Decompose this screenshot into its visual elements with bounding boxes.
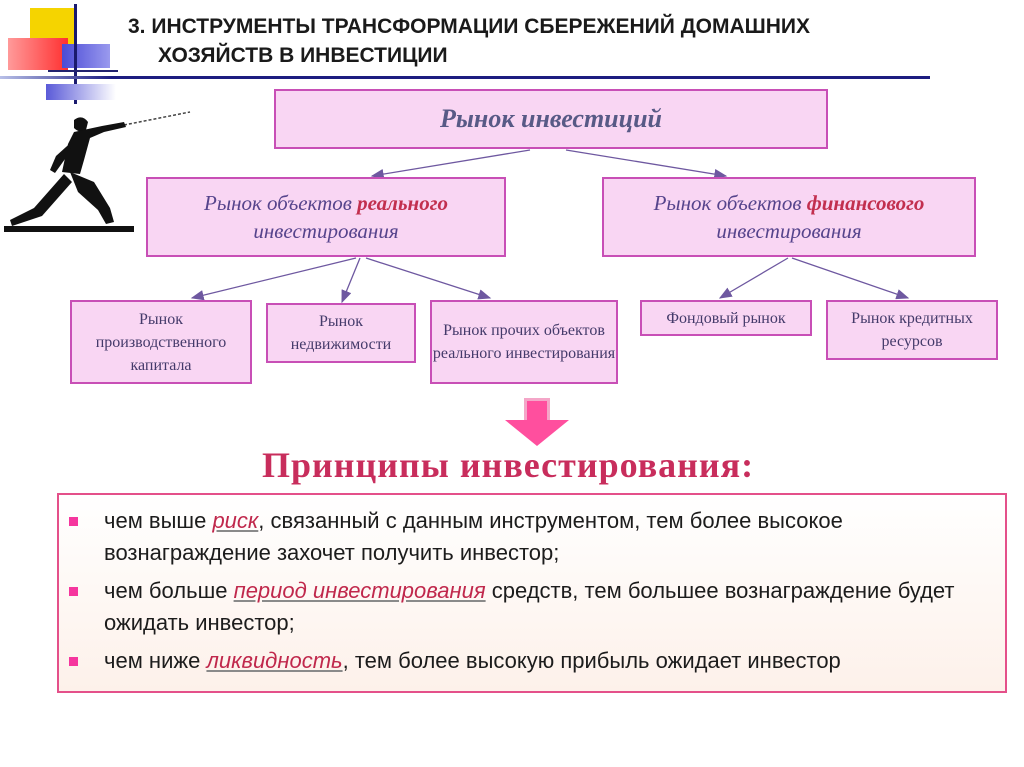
decorative-short-line bbox=[48, 70, 118, 72]
slide-title-line2: ХОЗЯЙСТВ В ИНВЕСТИЦИИ bbox=[158, 44, 448, 67]
financial-investment-market-box: Рынок объектов финансового инвестировани… bbox=[602, 177, 976, 257]
other-real-objects-market-label: Рынок прочих объектов реального инвестир… bbox=[432, 322, 616, 362]
arrow-financial-to-stock bbox=[718, 257, 789, 299]
principle-item-liquidity: чем ниже ликвидность, тем более высокую … bbox=[59, 645, 1005, 677]
arrow-real-to-other bbox=[365, 257, 492, 300]
decorative-blue-block bbox=[62, 44, 110, 68]
bullet-icon bbox=[69, 657, 78, 666]
principle-keyword-liquidity: ликвидность bbox=[206, 648, 343, 673]
principles-panel: чем выше риск, связанный с данным инстру… bbox=[57, 493, 1007, 693]
stock-market-label: Фондовый рынок bbox=[666, 309, 786, 327]
decorative-vertical-line bbox=[74, 4, 77, 104]
principle-keyword-risk: риск bbox=[212, 508, 259, 533]
decorative-red-block bbox=[8, 38, 68, 70]
real-estate-market-label: Рынок недвижимости bbox=[290, 313, 392, 353]
real-investment-market-box: Рынок объектов реального инвестирования bbox=[146, 177, 506, 257]
financial-box-prefix: Рынок объектов bbox=[653, 191, 807, 215]
credit-resources-market-box: Рынок кредитных ресурсов bbox=[826, 300, 998, 360]
other-real-objects-market-box: Рынок прочих объектов реального инвестир… bbox=[430, 300, 618, 384]
arrow-root-to-real bbox=[370, 149, 531, 180]
decorative-blue-fade bbox=[46, 84, 116, 100]
production-capital-market-label: Рынок производственного капитала bbox=[95, 310, 227, 374]
bullet-icon bbox=[69, 517, 78, 526]
credit-resources-market-label: Рынок кредитных ресурсов bbox=[851, 310, 973, 350]
investment-market-box: Рынок инвестиций bbox=[274, 89, 828, 149]
production-capital-market-box: Рынок производственного капитала bbox=[70, 300, 252, 384]
principle-keyword-period: период инвестирования bbox=[233, 578, 486, 603]
real-box-suffix: инвестирования bbox=[253, 219, 399, 243]
down-arrow-icon bbox=[505, 398, 569, 446]
bullet-icon bbox=[69, 587, 78, 596]
real-box-prefix: Рынок объектов bbox=[204, 191, 358, 215]
principle-item-period: чем больше период инвестирования средств… bbox=[59, 575, 1005, 639]
slide-title: 3. ИНСТРУМЕНТЫ ТРАНСФОРМАЦИИ СБЕРЕЖЕНИЙ … bbox=[128, 12, 1008, 70]
principle-text: , тем более высокую прибыль ожидает инве… bbox=[342, 648, 841, 673]
arrow-real-to-realestate bbox=[341, 257, 361, 304]
slide-title-line1: 3. ИНСТРУМЕНТЫ ТРАНСФОРМАЦИИ СБЕРЕЖЕНИЙ … bbox=[128, 15, 811, 38]
principle-item-risk: чем выше риск, связанный с данным инстру… bbox=[59, 505, 1005, 569]
principle-text: , связанный с данным инструментом, тем б… bbox=[104, 508, 843, 565]
principles-list: чем выше риск, связанный с данным инстру… bbox=[59, 505, 1005, 683]
real-box-highlight: реального bbox=[357, 191, 448, 215]
stock-market-box: Фондовый рынок bbox=[640, 300, 812, 336]
arrow-real-to-capital bbox=[190, 257, 357, 301]
principle-text: чем выше bbox=[104, 508, 213, 533]
financial-box-suffix: инвестирования bbox=[716, 219, 862, 243]
fencer-illustration-icon bbox=[4, 111, 191, 232]
financial-box-highlight: финансового bbox=[806, 191, 925, 215]
real-estate-market-box: Рынок недвижимости bbox=[266, 303, 416, 363]
arrow-root-to-financial bbox=[565, 149, 728, 180]
investment-market-label: Рынок инвестиций bbox=[439, 104, 663, 133]
principle-text: чем больше bbox=[104, 578, 234, 603]
principles-heading: Принципы инвестирования: bbox=[262, 445, 755, 485]
title-underline bbox=[0, 76, 930, 79]
arrow-financial-to-credit bbox=[791, 257, 910, 300]
principle-text: чем ниже bbox=[104, 648, 207, 673]
principle-text: средств, тем большее вознаграждение буде… bbox=[104, 578, 955, 635]
